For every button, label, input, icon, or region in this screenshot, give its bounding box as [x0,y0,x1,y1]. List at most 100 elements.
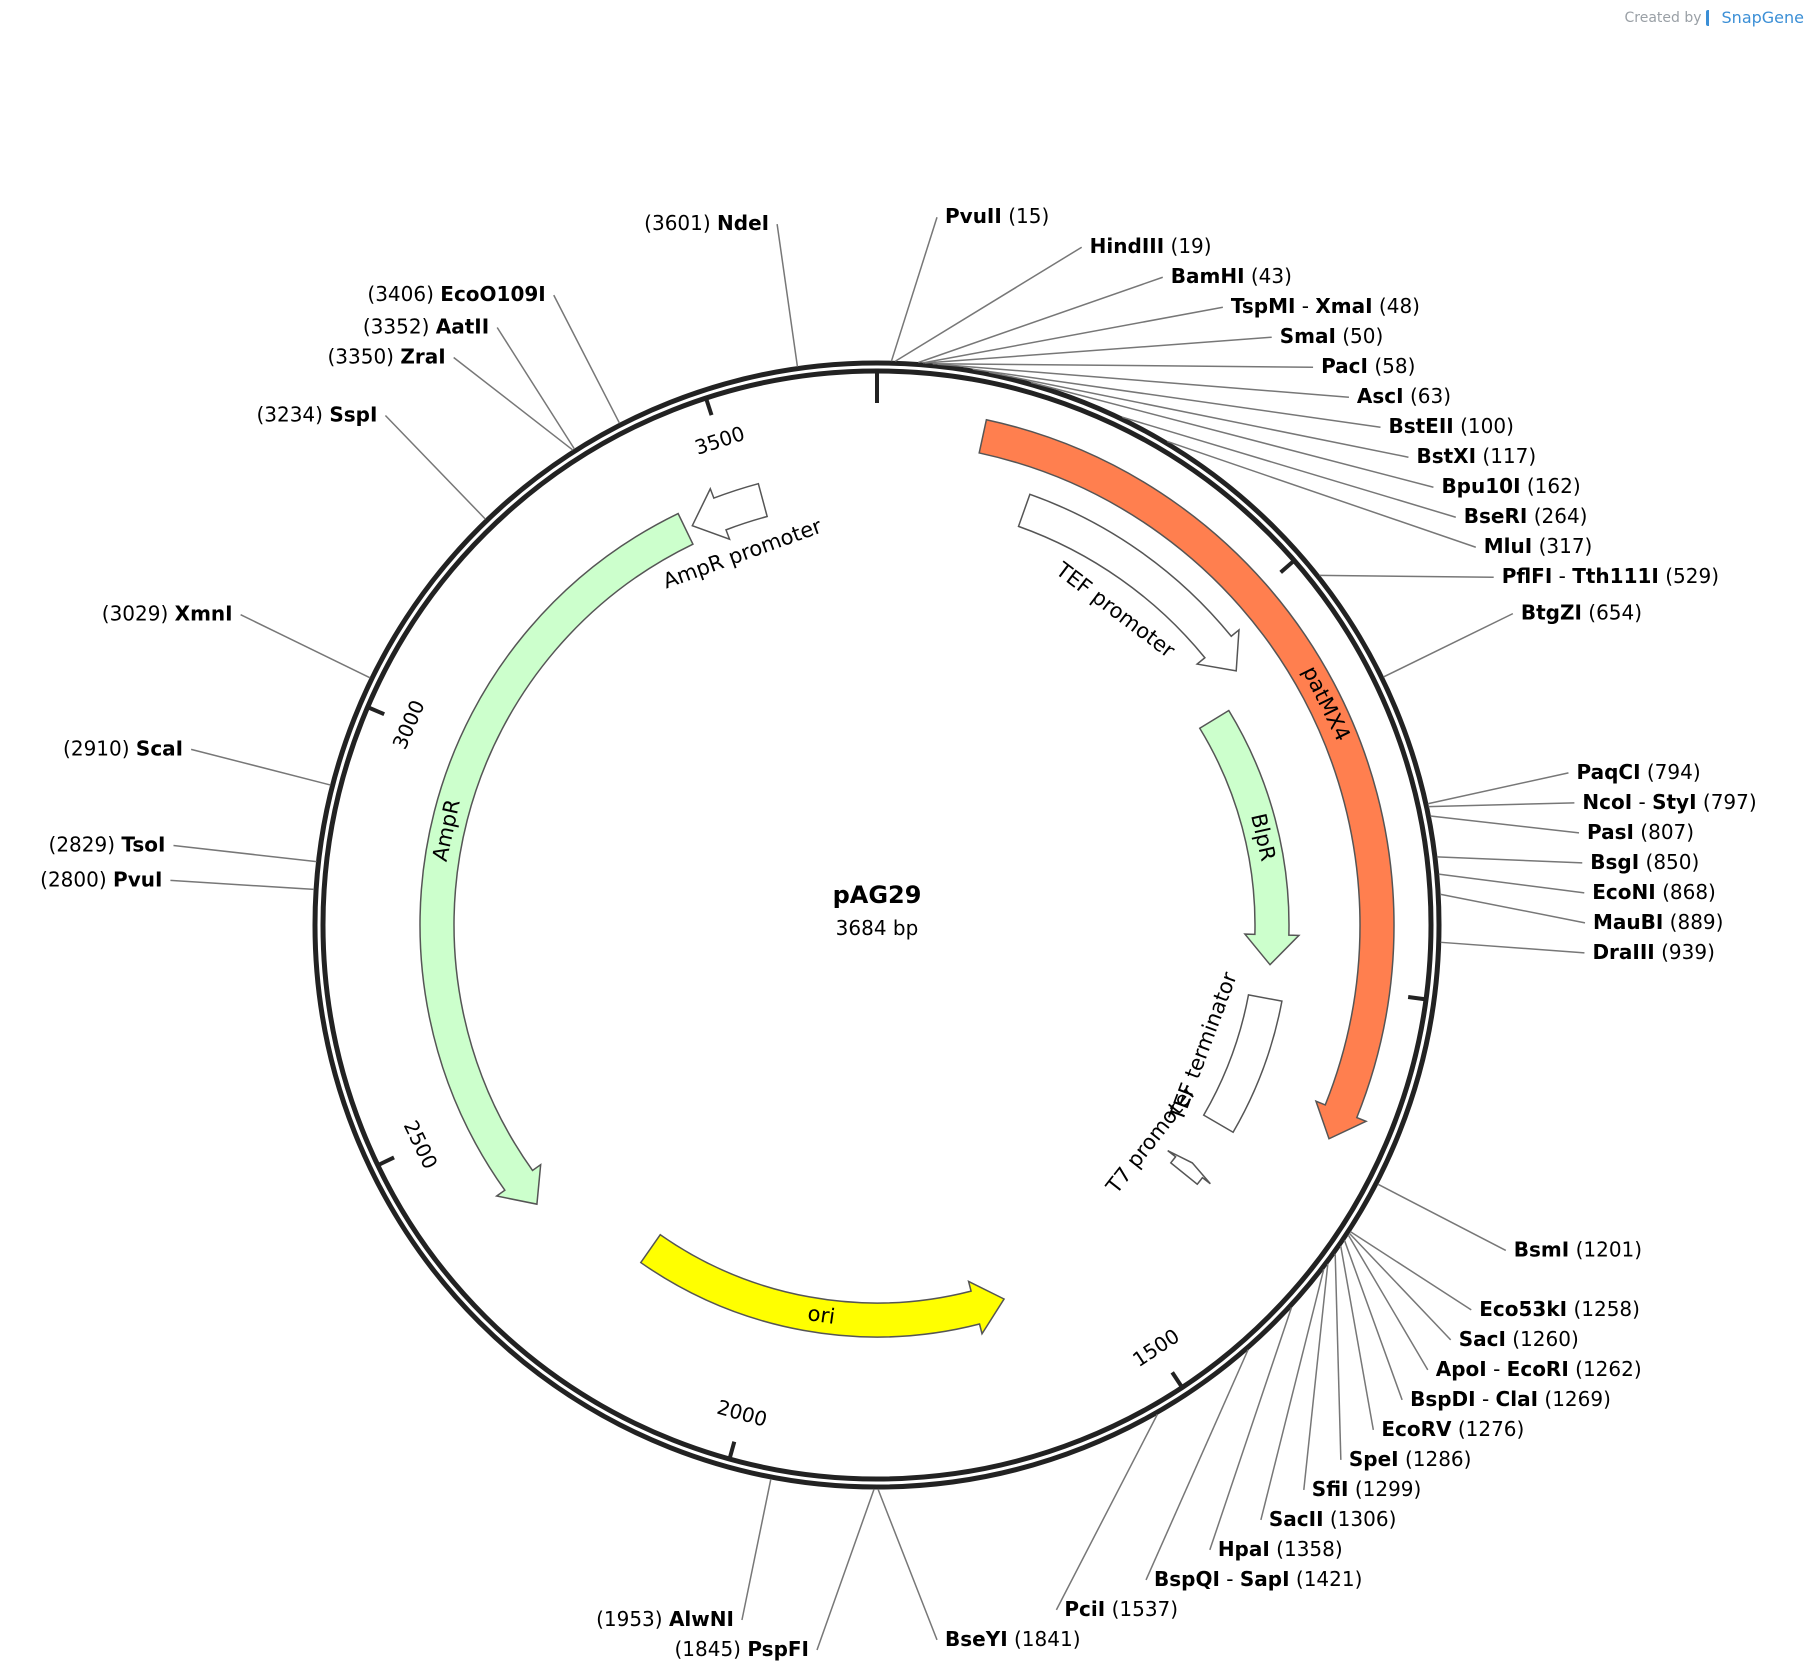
site-pvui: (2800) PvuI [40,867,162,891]
site-leader-line [1347,1234,1429,1371]
plasmid-name: pAG29 [833,881,922,909]
site-leader-line [384,414,486,520]
site-num: (1845) [674,1637,741,1661]
site-num: (15) [1008,204,1049,228]
site-leader-line [1260,1269,1325,1521]
tick-label: 3500 [692,421,748,460]
site-name2: StyI [1652,789,1696,813]
site-num: (3601) [644,211,711,235]
site-leader-line [1055,1414,1158,1611]
site-name: BtgZI [1521,600,1582,624]
site-leader-line [1030,381,1434,488]
site-bspqi: BspQI - SapI (1421) [1154,1566,1362,1590]
site-name: ApoI [1436,1356,1487,1380]
site-leader-line [877,1488,938,1641]
site-paqci: PaqCI (794) [1576,759,1700,783]
site-separator: - [1220,1566,1240,1590]
feature-label-t7-promoter: T7 promoter [1101,1080,1201,1199]
site-name: BseRI [1464,504,1528,528]
site-leader-line [553,294,621,424]
site-separator: - [1487,1356,1507,1380]
site-leader-line [988,371,1409,458]
site-bstxi: BstXI (117) [1416,444,1536,468]
snapgene-logo-icon [1705,9,1718,26]
site-num: (2829) [49,832,116,856]
site-num: (2910) [63,736,130,760]
site-leader-line [1122,416,1456,518]
site-num: (1358) [1276,1536,1343,1560]
site-pspfi: (1845) PspFI [674,1637,809,1661]
site-leader-line [1343,1240,1403,1401]
site-num: (1269) [1544,1386,1611,1410]
site-leader-line [1348,1232,1452,1341]
site-name: TsoI [121,832,165,856]
site-layer: PvuII (15)HindIII (19)BamHI (43)TspMI - … [40,204,1757,1661]
site-leader-line [1340,1245,1375,1431]
site-num: (1537) [1112,1596,1179,1620]
feature-t7-promoter [1167,1149,1211,1186]
site-bamhi: BamHI (43) [1171,264,1292,288]
site-asci: AscI (63) [1357,384,1451,408]
site-num: (2800) [40,867,107,891]
site-name: NdeI [717,211,769,235]
site-leader-line [1427,772,1569,805]
site-separator: - [1552,564,1572,588]
site-draiii: DraIII (939) [1592,939,1714,963]
site-leader-line [170,879,315,891]
site-num: (1953) [596,1607,663,1631]
site-leader-line [918,276,1164,364]
site-num: (1260) [1512,1326,1579,1350]
site-leader-line [932,363,1314,368]
feature-blpr [1198,709,1301,966]
tick-label: 1500 [1128,1324,1184,1372]
feature-label-ori: ori [806,1301,836,1329]
site-leader-line [1319,574,1494,578]
site-name: AlwNI [669,1607,734,1631]
site-name: MluI [1484,534,1532,558]
site-smai: SmaI (50) [1280,324,1384,348]
site-paci: PacI (58) [1321,354,1415,378]
site-name: Eco53kI [1479,1296,1567,1320]
site-leader-line [1430,815,1580,834]
site-scai: (2910) ScaI [63,736,183,760]
site-leader-line [453,356,574,451]
site-name: BamHI [1171,264,1245,288]
site-name: HindIII [1090,234,1164,258]
tick-label: 3000 [388,696,430,752]
site-name: PvuI [113,867,162,891]
site-leader-line [1377,1183,1507,1252]
site-name2: ClaI [1496,1386,1538,1410]
site-leader-line [1440,941,1585,954]
site-leader-line [816,1488,875,1651]
site-name: ZraI [400,344,445,368]
site-name: SpeI [1349,1446,1399,1470]
site-leader-line [937,363,1349,398]
site-name: BsgI [1590,849,1639,873]
site-name: AatII [436,314,489,338]
site-bspdi: BspDI - ClaI (1269) [1410,1386,1611,1410]
tick-mark [376,1155,395,1168]
site-name: BstEII [1388,414,1453,438]
site-leader-line [1334,1253,1342,1460]
site-leader-line [924,336,1272,364]
feature-patmx4 [978,418,1395,1140]
site-num: (3234) [256,402,323,426]
site-leader-line [1303,1263,1329,1490]
tick-mark [1170,1371,1184,1389]
site-num: (58) [1374,354,1415,378]
site-sspi: (3234) SspI [256,402,377,426]
site-leader-line [496,327,576,450]
site-name: BsmI [1514,1237,1569,1261]
site-leader-line [894,246,1083,362]
site-name: PacI [1321,354,1368,378]
site-leader-line [1383,612,1514,678]
site-ncoi: NcoI - StyI (797) [1582,789,1756,813]
site-name: PflFI [1502,564,1553,588]
site-hindiii: HindIII (19) [1090,234,1212,258]
site-name: ScaI [136,736,183,760]
site-leader-line [1167,440,1477,548]
site-name: HpaI [1218,1536,1270,1560]
site-name: PaqCI [1576,759,1640,783]
site-leader-line [1145,1349,1249,1581]
